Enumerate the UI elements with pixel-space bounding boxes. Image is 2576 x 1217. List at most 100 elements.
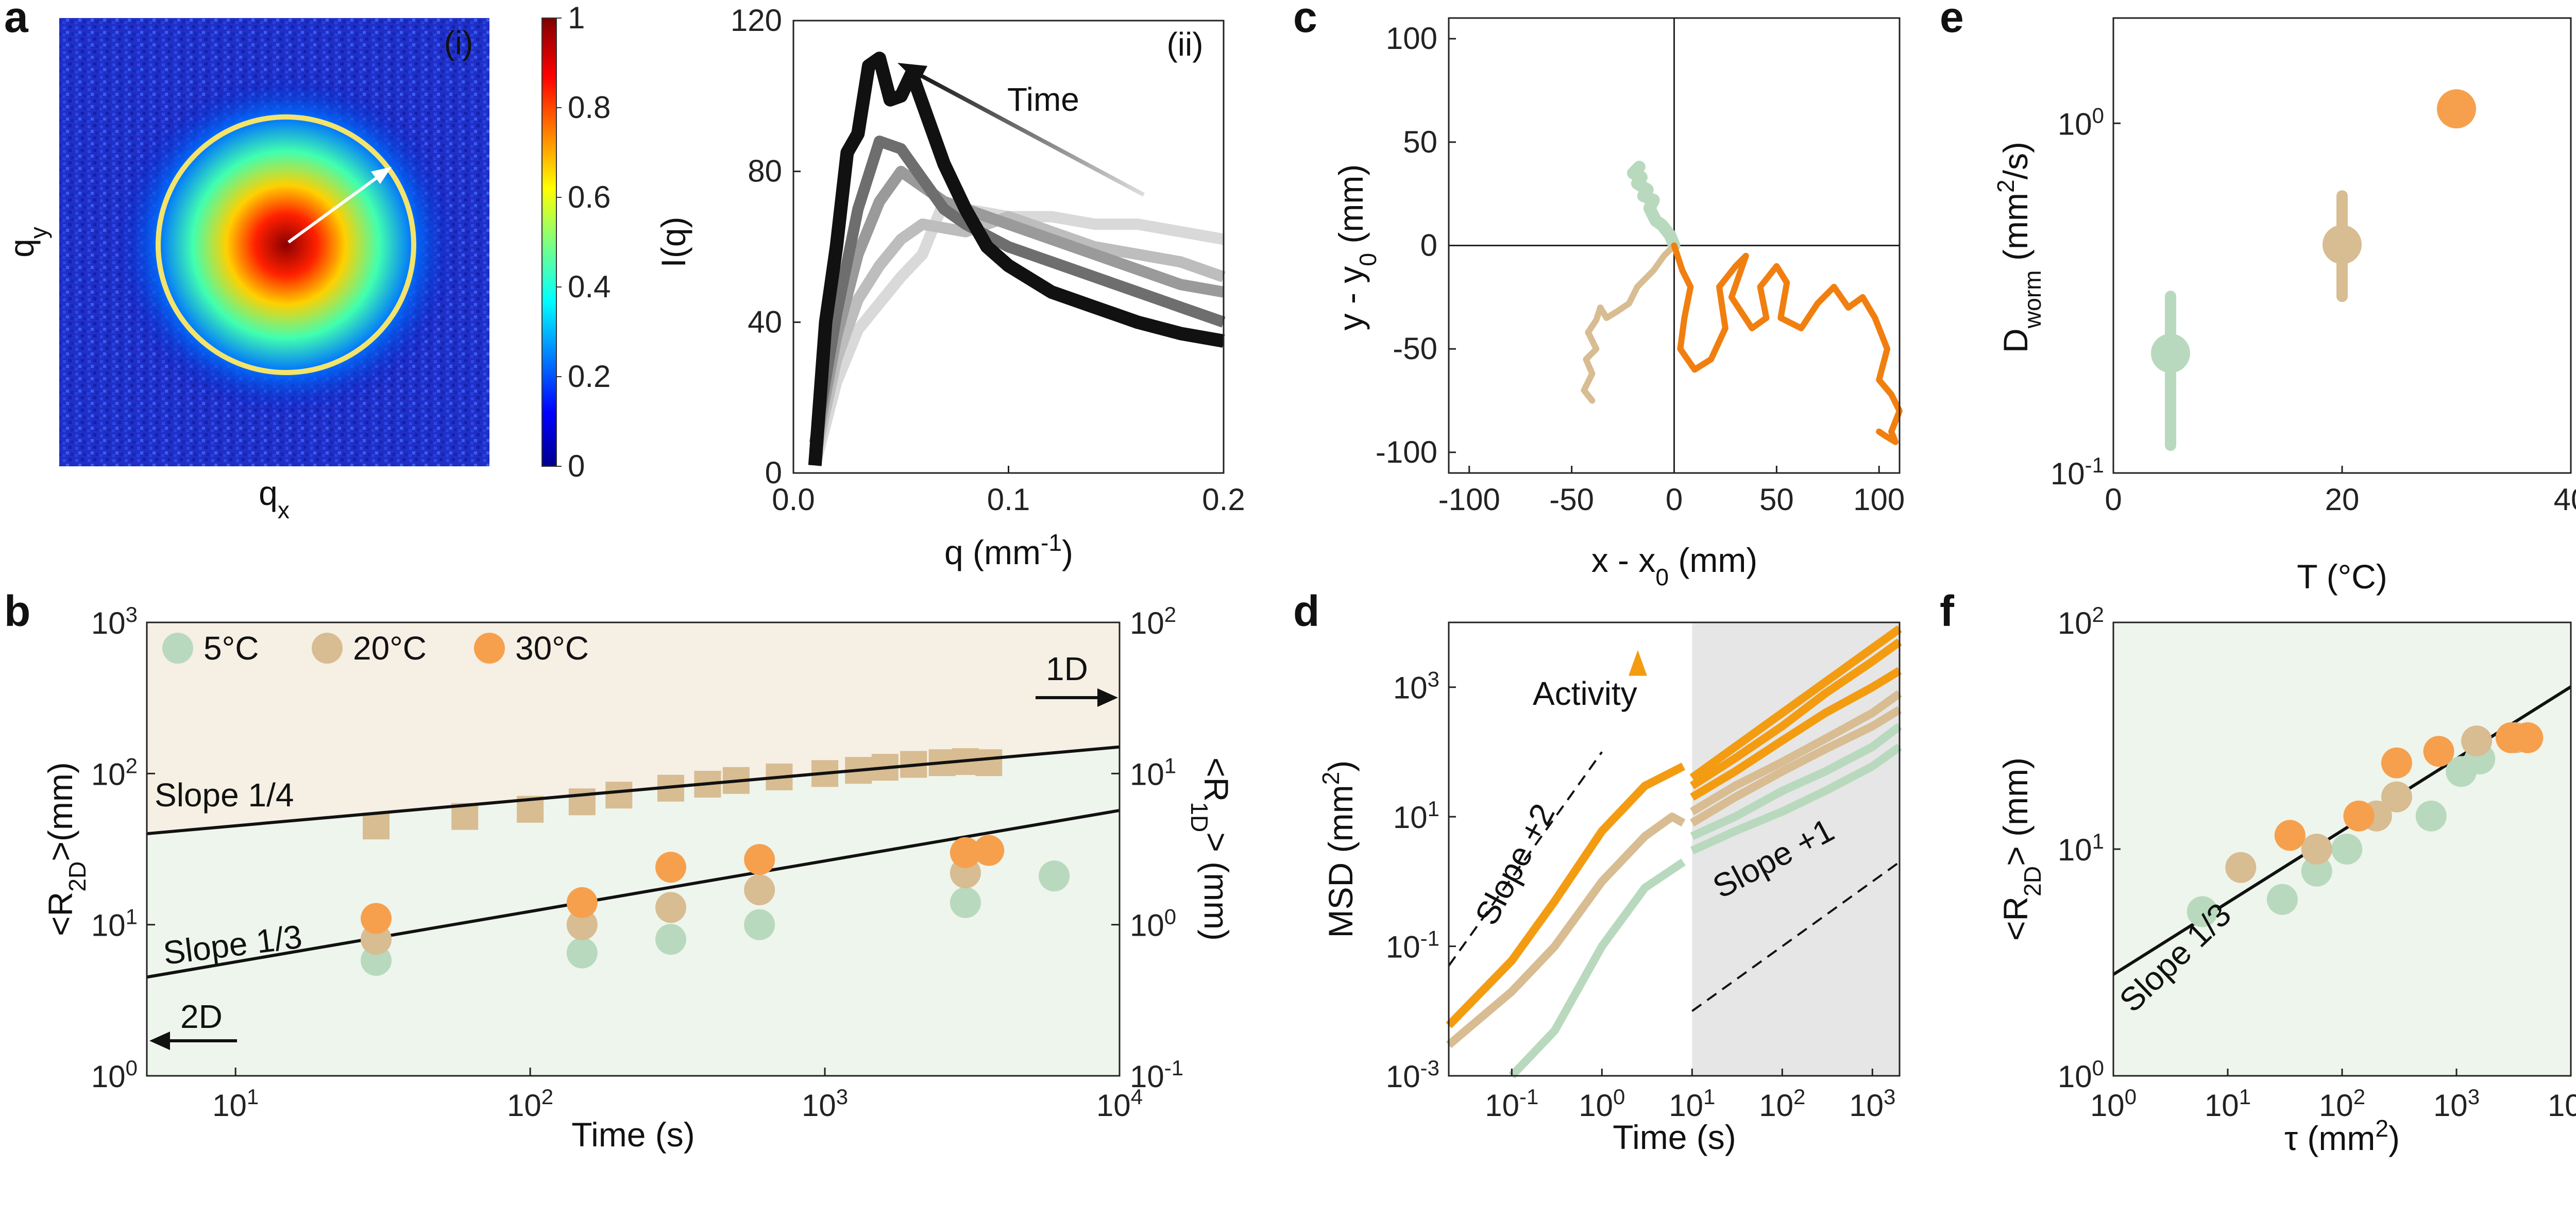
axis-label-qx: qx bbox=[259, 474, 290, 523]
heatmap-scattering-spot bbox=[116, 75, 456, 415]
x-tick-label: -100 bbox=[1438, 482, 1500, 517]
axis-label-tau: τ (mm2) bbox=[2284, 1115, 2400, 1157]
legend-label-30°C: 30°C bbox=[515, 630, 589, 667]
colorbar bbox=[541, 18, 557, 467]
axis-label-temperature: T (°C) bbox=[2297, 557, 2387, 596]
data-point-f-5°C bbox=[2187, 896, 2218, 927]
axis-label-y-y0: y - y0 (mm) bbox=[1332, 164, 1381, 331]
x-tick-label: -50 bbox=[1549, 482, 1594, 517]
y-tick-label: 100 bbox=[1386, 21, 1437, 56]
y-tick-label: 40 bbox=[748, 305, 782, 339]
data-point-30°C bbox=[950, 837, 981, 868]
guide-slope-2 bbox=[1448, 751, 1603, 967]
colorbar-tick-label: 0 bbox=[568, 449, 585, 483]
axis-label-time: Time (s) bbox=[571, 1115, 695, 1154]
trajectory-0 bbox=[1627, 161, 1681, 252]
y-tick-label-left: 102 bbox=[91, 753, 138, 792]
x-tick-label: 101 bbox=[1669, 1085, 1715, 1123]
y-tick-label: 101 bbox=[2058, 829, 2104, 868]
msd-curve-2 bbox=[1446, 763, 1686, 1028]
data-point-20°C bbox=[566, 909, 598, 940]
legend-marker-5°C bbox=[162, 633, 193, 664]
y-tick-label: 0 bbox=[1420, 228, 1437, 263]
axis-label-qy: qy bbox=[3, 227, 52, 258]
x-tick-label: 0 bbox=[2105, 482, 2122, 517]
trajectory-1 bbox=[1581, 242, 1677, 404]
data-point-f-5°C bbox=[2301, 855, 2332, 887]
annotation-activity: Activity bbox=[1533, 675, 1637, 712]
legend-label-20°C: 20°C bbox=[353, 630, 427, 667]
fit-line-f bbox=[2112, 685, 2572, 976]
data-point-30°C bbox=[655, 852, 687, 883]
y-tick-label: 0 bbox=[765, 455, 782, 490]
x-tick-label: 101 bbox=[212, 1085, 259, 1123]
y-tick-label: 100 bbox=[2058, 103, 2104, 142]
x-tick-label: 20 bbox=[2325, 482, 2360, 517]
x-tick-label: 50 bbox=[1759, 482, 1794, 517]
x-tick-label: 101 bbox=[2205, 1085, 2251, 1123]
y-tick-label-right: 10-1 bbox=[1130, 1056, 1183, 1094]
colorbar-tick-label: 0.2 bbox=[568, 359, 611, 394]
data-point-20°C bbox=[744, 874, 775, 906]
plot-frame-d bbox=[1448, 621, 1901, 1077]
iq-series-1 bbox=[809, 211, 1226, 460]
x-tick-label: 100 bbox=[1853, 482, 1905, 517]
arrow-1d-head bbox=[1097, 688, 1118, 707]
colorbar-tick-label: 0.6 bbox=[568, 180, 611, 214]
y-tick-label-left: 100 bbox=[91, 1056, 138, 1094]
data-point-f-20°C bbox=[2381, 781, 2412, 813]
trajectory-2 bbox=[1671, 242, 1903, 445]
axis-label-x-x0: x - x0 (mm) bbox=[1591, 541, 1758, 590]
time-arrow-head bbox=[897, 63, 927, 83]
axis-label-time-d: Time (s) bbox=[1613, 1118, 1736, 1156]
axis-label-iq: I(q) bbox=[654, 217, 692, 268]
x-tick-label: 102 bbox=[1759, 1085, 1805, 1123]
data-point-30°C bbox=[361, 903, 392, 934]
msd-curve-1 bbox=[1446, 813, 1686, 1049]
axis-label-dworm: Dworm (mm2/s) bbox=[1992, 142, 2046, 353]
msd-curve-7 bbox=[1690, 667, 1902, 801]
colorbar-tick-label: 0.8 bbox=[568, 90, 611, 125]
x-tick-label: 102 bbox=[2319, 1085, 2365, 1123]
msd-curve-9 bbox=[1689, 625, 1902, 781]
colorbar-tick-label: 1 bbox=[568, 1, 585, 35]
panel-letter-e: e bbox=[1940, 0, 1964, 41]
integration-circle bbox=[156, 114, 416, 375]
x-tick-label: 103 bbox=[1849, 1085, 1895, 1123]
x-tick-label: 103 bbox=[2433, 1085, 2480, 1123]
data-point-f-20°C bbox=[2461, 725, 2493, 757]
x-tick-label: 100 bbox=[2090, 1085, 2137, 1123]
fit-line-0 bbox=[146, 745, 1120, 836]
data-point-f-20°C bbox=[2301, 834, 2332, 865]
x-tick-label: 40 bbox=[2554, 482, 2576, 517]
data-square-1d bbox=[363, 813, 390, 840]
data-point-f-5°C bbox=[2331, 834, 2363, 865]
data-point-30°C bbox=[566, 887, 598, 918]
axis-label-r2d: <R2D>(mm) bbox=[41, 762, 91, 936]
data-point-30°C bbox=[973, 835, 1005, 866]
legend-marker-30°C bbox=[474, 633, 505, 664]
x-tick-label: 103 bbox=[802, 1085, 848, 1123]
data-point-30°C bbox=[744, 844, 775, 875]
legend-marker-20°C bbox=[312, 633, 343, 664]
panel-letter-f: f bbox=[1940, 587, 1955, 635]
msd-curve-5 bbox=[1690, 706, 1902, 827]
data-point-e-1 bbox=[2323, 225, 2362, 264]
y-tick-label: 10-3 bbox=[1386, 1056, 1439, 1094]
y-tick-label: 101 bbox=[1393, 797, 1439, 835]
y-tick-label: 50 bbox=[1403, 125, 1437, 159]
annotation-2d: 2D bbox=[180, 998, 223, 1035]
msd-curve-0 bbox=[1509, 858, 1686, 1079]
data-point-5°C bbox=[566, 937, 598, 969]
msd-curve-8 bbox=[1689, 638, 1902, 789]
background-1d bbox=[147, 622, 1120, 834]
plot-frame-b bbox=[146, 621, 1121, 1077]
data-point-20°C bbox=[655, 892, 687, 923]
data-point-f-5°C bbox=[2415, 800, 2447, 832]
data-point-5°C bbox=[744, 909, 775, 940]
data-point-f-30°C bbox=[2423, 736, 2454, 767]
y-tick-label: 103 bbox=[1393, 667, 1439, 705]
annotation-time: Time bbox=[1007, 81, 1079, 118]
x-tick-label: 104 bbox=[2548, 1085, 2576, 1123]
